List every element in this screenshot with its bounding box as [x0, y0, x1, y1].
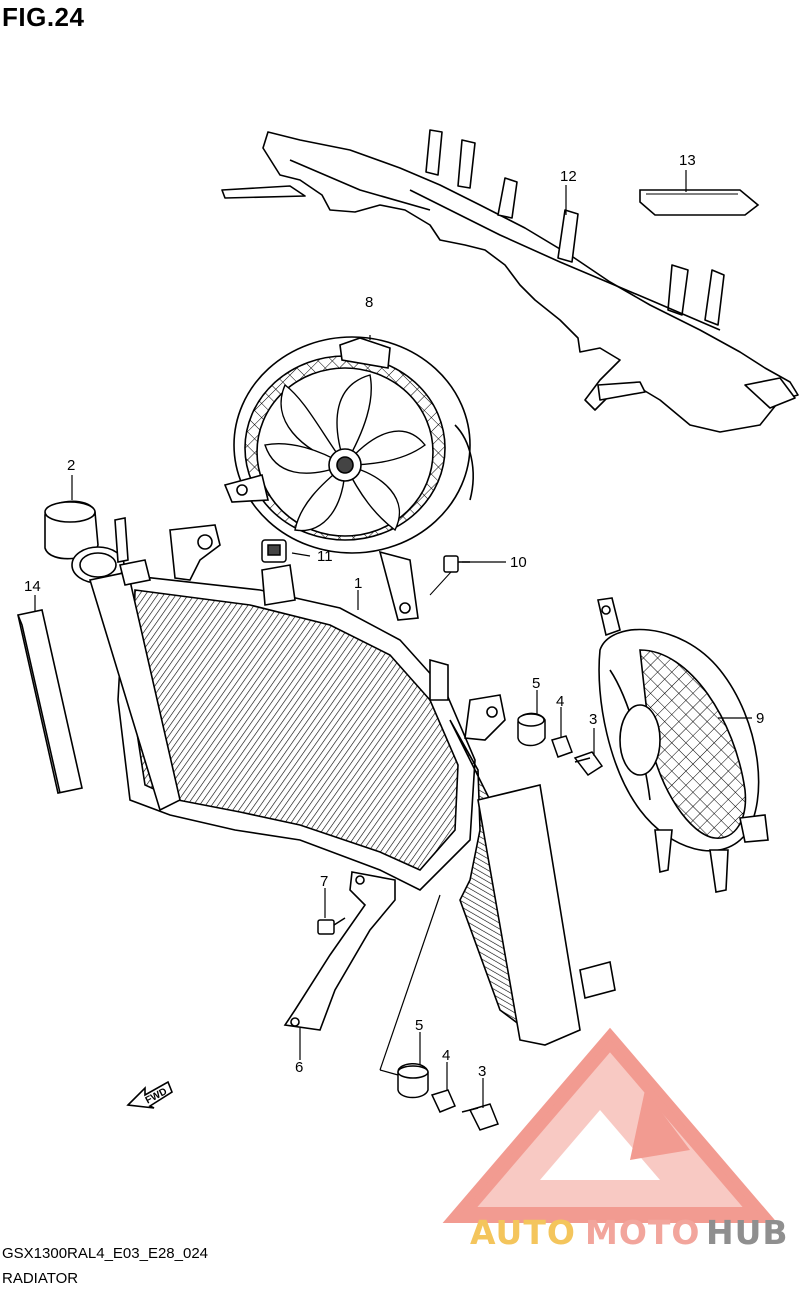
figure-title: FIG.24 — [2, 2, 85, 32]
part-11-clip — [261, 539, 287, 563]
model-code: GSX1300RAL4_E03_E28_024 — [2, 1245, 209, 1262]
callout-8: 8 — [365, 294, 373, 311]
callout-6: 6 — [295, 1059, 303, 1076]
part-13-pad — [639, 189, 760, 216]
part-9-cooling-fan — [597, 597, 769, 893]
callout-7: 7 — [320, 873, 328, 890]
callout-4-lower: 4 — [442, 1047, 450, 1064]
part-14-seal-strip — [17, 609, 83, 794]
part-1-radiator — [88, 517, 616, 1046]
part-10-bolt — [429, 555, 470, 596]
callout-3-lower: 3 — [478, 1063, 486, 1080]
parts-3-4-5-upper-mount — [517, 712, 604, 777]
part-2-radiator-cap — [44, 500, 125, 584]
callout-10: 10 — [510, 554, 527, 571]
callout-3-upper: 3 — [589, 711, 597, 728]
callout-5-upper: 5 — [532, 675, 540, 692]
callout-13: 13 — [679, 152, 696, 169]
leader-lines — [34, 170, 752, 1108]
watermark-text-auto: AUTO — [470, 1213, 576, 1252]
callout-4-upper: 4 — [556, 693, 564, 710]
fwd-label: FWD — [144, 1086, 169, 1106]
callout-9: 9 — [756, 710, 764, 727]
fwd-arrow: FWD — [126, 1080, 173, 1109]
part-7-bolt — [317, 917, 346, 935]
callout-2: 2 — [67, 457, 75, 474]
callout-numbers: 1 2 3 3 4 4 5 5 6 7 8 9 10 11 12 13 14 — [24, 152, 764, 1080]
callout-12: 12 — [560, 168, 577, 185]
diagram-name: RADIATOR — [2, 1270, 79, 1287]
part-8-cooling-fan — [223, 336, 474, 621]
parts-3-4-5-lower-mount — [397, 1063, 499, 1131]
watermark-text-hub: HUB — [706, 1213, 789, 1252]
callout-14: 14 — [24, 578, 41, 595]
callout-5-lower: 5 — [415, 1017, 423, 1034]
part-6-bracket — [283, 871, 396, 1031]
watermark-text-moto: MOTO — [585, 1213, 701, 1252]
watermark-logo — [442, 1027, 778, 1223]
callout-11: 11 — [317, 548, 333, 565]
part-12-air-guide — [221, 129, 799, 433]
callout-1: 1 — [354, 575, 362, 592]
